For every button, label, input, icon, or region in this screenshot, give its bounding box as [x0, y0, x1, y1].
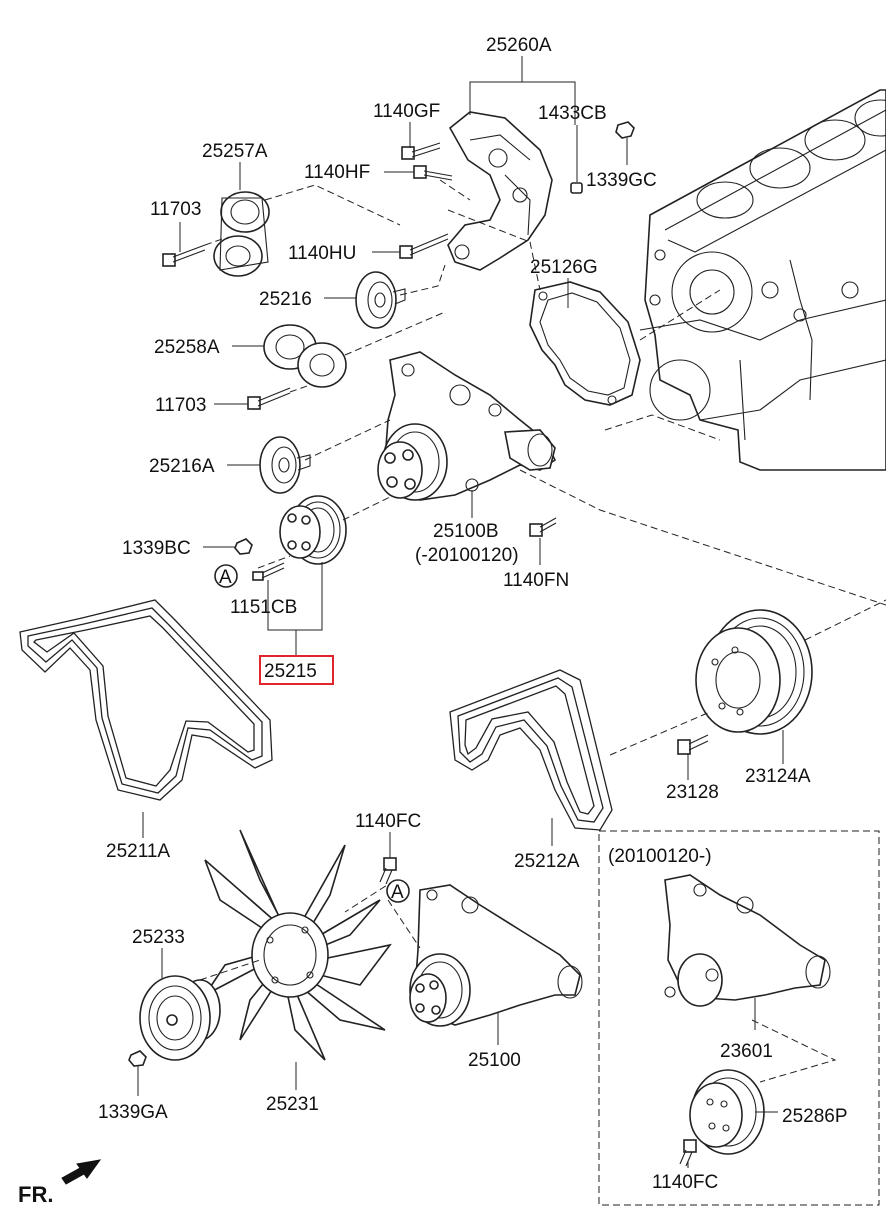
- label-1140FC-top: 1140FC: [355, 811, 421, 832]
- label-1339BC: 1339BC: [122, 538, 191, 559]
- label-25215[interactable]: 25215: [264, 661, 317, 682]
- label-1140FN: 1140FN: [503, 570, 569, 591]
- label-25100B: 25100B: [433, 521, 499, 542]
- fan-clutch-25233: [139, 975, 221, 1061]
- label-1339GA: 1339GA: [98, 1102, 168, 1123]
- pulley-25286P: [689, 1069, 765, 1155]
- label-25233: 25233: [132, 927, 185, 948]
- label-25100B-note: (-20100120): [415, 545, 519, 566]
- label-25126G: 25126G: [530, 257, 598, 278]
- label-25211A: 25211A: [106, 841, 170, 862]
- bolt-11703-mid: [247, 387, 291, 410]
- bolt-1140GF: [401, 142, 441, 160]
- bolt-1140HU: [399, 233, 449, 259]
- water-pump-25100B: [377, 351, 557, 501]
- idler-25216: [355, 271, 406, 329]
- stud-1151CB: [252, 562, 285, 581]
- label-A-callout-1: A: [219, 567, 232, 588]
- belt-25212A: [449, 669, 613, 831]
- label-1339GC: 1339GC: [586, 170, 657, 191]
- label-front-direction: FR.: [18, 1182, 53, 1207]
- label-23601: 23601: [720, 1041, 773, 1062]
- label-25212A: 25212A: [514, 851, 580, 872]
- highlight-box-25215: [259, 655, 334, 685]
- label-25258A: 25258A: [154, 337, 220, 358]
- label-1140GF: 1140GF: [373, 101, 440, 122]
- pulley-25215: [279, 495, 347, 565]
- dowel-1433CB: [570, 182, 583, 194]
- label-1433CB: 1433CB: [538, 103, 607, 124]
- label-25100: 25100: [468, 1050, 521, 1071]
- label-1140HU: 1140HU: [288, 243, 356, 264]
- bolt-11703-top: [162, 244, 206, 267]
- label-A-callout-2: A: [391, 882, 404, 903]
- labels: 25260A 1140GF 1433CB 25257A 1140HF 1339G…: [18, 35, 848, 1207]
- label-25257A: 25257A: [202, 141, 268, 162]
- label-11703-top: 11703: [150, 199, 201, 220]
- bolt-1140FN: [529, 517, 557, 537]
- label-11703-mid: 11703: [155, 395, 206, 416]
- bolt-1140FC-bottom: [679, 1139, 697, 1167]
- label-23128: 23128: [666, 782, 719, 803]
- water-pump-23601: [664, 874, 831, 1007]
- label-1140HF: 1140HF: [304, 162, 370, 183]
- label-25231: 25231: [266, 1094, 319, 1115]
- label-23124A: 23124A: [745, 766, 811, 787]
- leader-lines: [137, 56, 784, 1168]
- label-25286P: 25286P: [782, 1106, 848, 1127]
- label-20100120: (20100120-): [608, 846, 712, 867]
- label-25216: 25216: [259, 289, 312, 310]
- nut-1339GA: [128, 1050, 147, 1067]
- label-1151CB: 1151CB: [230, 597, 297, 618]
- damper-pulley-23124A: [695, 609, 813, 735]
- bolt-23128: [677, 734, 709, 755]
- label-25216A: 25216A: [149, 456, 215, 477]
- tensioner-25257A: [213, 191, 270, 277]
- water-pump-25100: [409, 884, 583, 1027]
- idler-25216A: [259, 436, 311, 494]
- bracket-25260A: [447, 111, 553, 271]
- idler-25258A: [263, 324, 347, 388]
- assembly-lines: [199, 179, 886, 1083]
- engine-block: [639, 89, 886, 471]
- label-25260A: 25260A: [486, 35, 552, 56]
- variant-box: [598, 830, 880, 1206]
- bolt-1140HF: [413, 165, 453, 181]
- nut-1339GC: [615, 121, 635, 139]
- fan-25231: [204, 829, 392, 1061]
- label-1140FC-bottom: 1140FC: [652, 1172, 718, 1193]
- front-arrow-icon: [61, 1159, 102, 1185]
- nut-1339BC: [234, 538, 253, 555]
- belt-25211A: [19, 599, 273, 801]
- gasket-25126G: [529, 281, 641, 406]
